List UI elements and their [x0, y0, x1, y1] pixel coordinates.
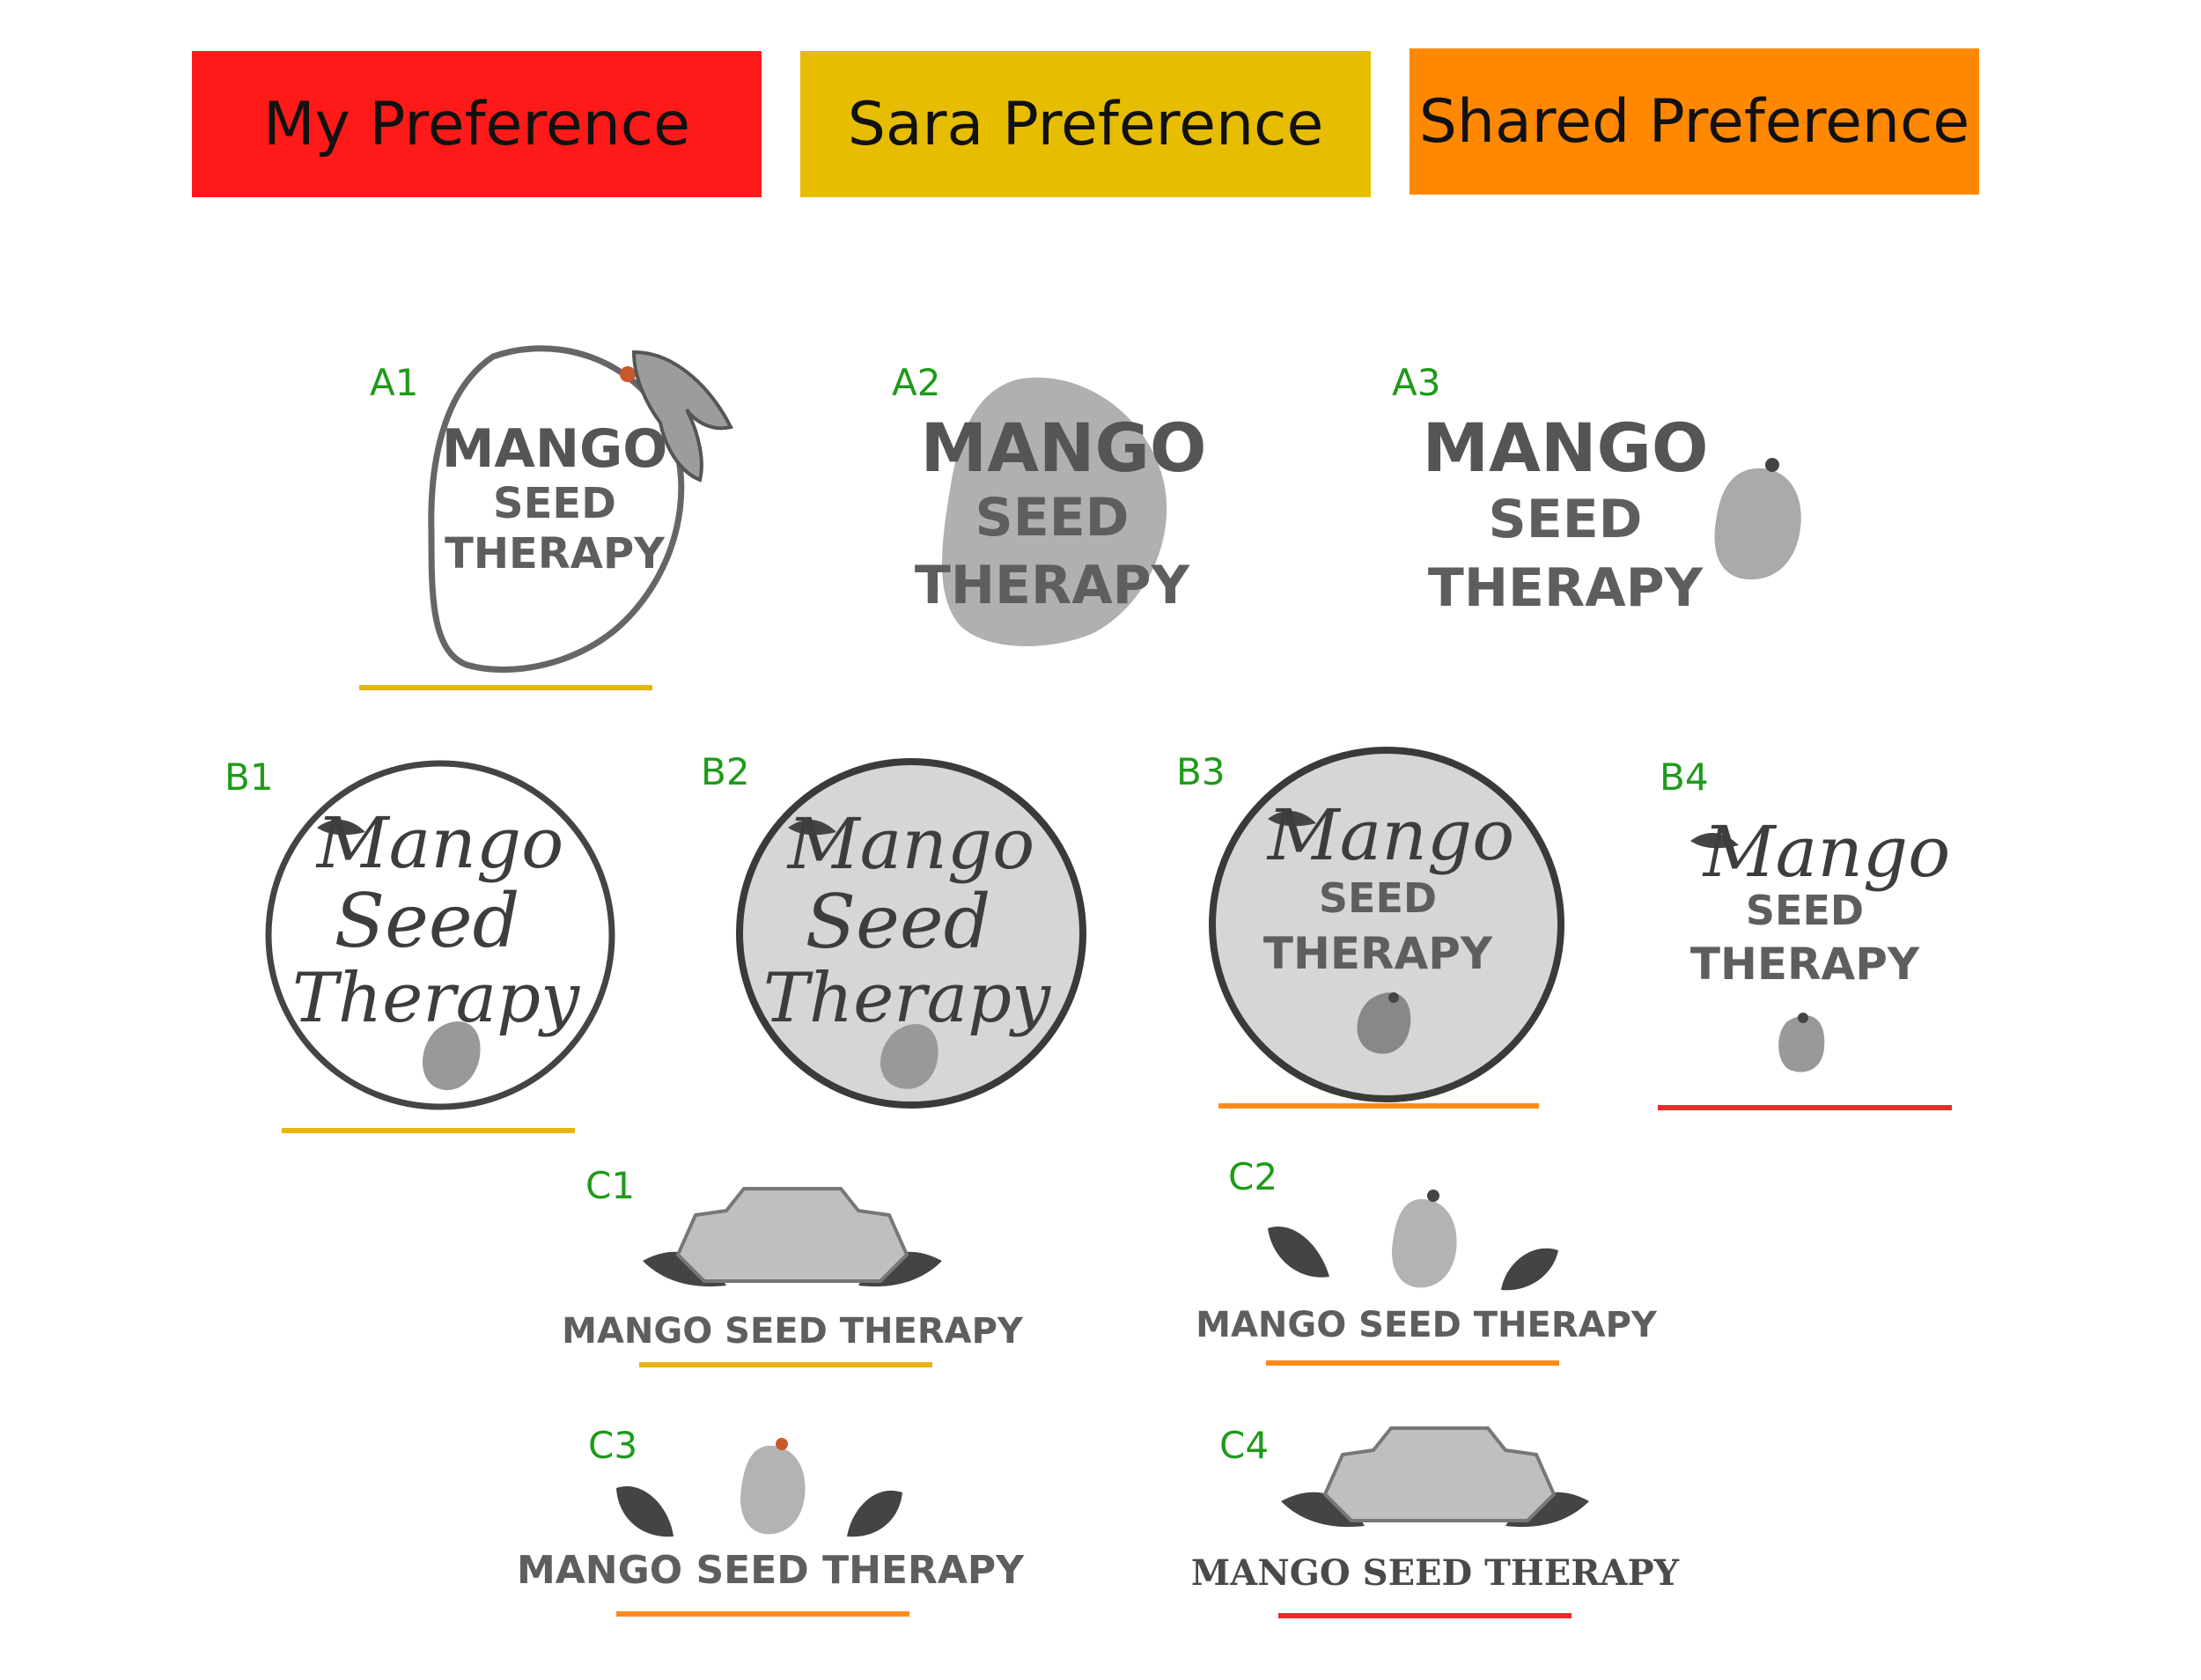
leaf-icon: [317, 819, 365, 836]
b1-underline-sara: [282, 1128, 575, 1133]
c3-underline-shared: [616, 1611, 909, 1617]
seed-icon: [1322, 1426, 1557, 1522]
circle-fill-icon: [736, 758, 1086, 1109]
logo-b2: Mango Seed Therapy: [736, 758, 1086, 1109]
a1-underline-sara: [359, 685, 652, 690]
left-leaf-icon: [1281, 1492, 1365, 1528]
c2-underline-shared: [1266, 1360, 1559, 1366]
logo-c2: MANGO SEED THERAPY: [1196, 1190, 1658, 1345]
option-label-b1: B1: [225, 755, 274, 799]
legend-my-label: My Preference: [262, 89, 691, 159]
leaf-icon: [1268, 810, 1316, 827]
stem-icon: [776, 1438, 788, 1450]
mango-icon: [1392, 1198, 1457, 1288]
logo-b4: Mango SEED THERAPY: [1690, 811, 1951, 1072]
left-leaf-icon: [616, 1486, 674, 1537]
logo-c3: MANGO SEED THERAPY: [519, 1438, 1025, 1593]
b2-word3: Therapy: [763, 959, 1051, 1038]
a3-word1: MANGO: [1422, 409, 1708, 487]
c4-underline-my: [1278, 1613, 1572, 1618]
option-label-c1: C1: [585, 1164, 636, 1207]
logo-c4: MANGO SEED THERAPY: [1191, 1426, 1680, 1594]
a3-word2: SEED: [1489, 489, 1643, 550]
c1-text: MANGO SEED THERAPY: [562, 1311, 1024, 1352]
c3-text: MANGO SEED THERAPY: [519, 1548, 1025, 1593]
b4-underline-my: [1658, 1105, 1952, 1110]
stem-icon: [620, 366, 636, 382]
b2-word1: Mango: [786, 803, 1035, 885]
a2-word2: SEED: [975, 487, 1130, 549]
option-label-b4: B4: [1660, 755, 1709, 799]
a1-word2: SEED: [493, 479, 616, 528]
legend-sara-label: Sara Preference: [847, 89, 1324, 159]
stem-icon: [1765, 458, 1779, 472]
logo-c1: MANGO SEED THERAPY: [562, 1187, 1024, 1352]
stem-icon: [1798, 1013, 1808, 1023]
b4-word1: Mango: [1702, 811, 1951, 893]
b1-word2: Seed: [335, 878, 520, 964]
legend-my-preference: My Preference: [192, 51, 762, 197]
option-label-a3: A3: [1392, 361, 1441, 404]
seed-icon: [675, 1187, 909, 1283]
stem-icon: [1427, 1190, 1439, 1202]
logo-a3: MANGO SEED THERAPY: [1422, 409, 1801, 619]
right-leaf-icon: [847, 1490, 902, 1537]
a1-word1: MANGO: [442, 418, 668, 480]
b1-word3: Therapy: [292, 959, 580, 1038]
leaf-icon: [1690, 832, 1739, 849]
b4-word3: THERAPY: [1690, 939, 1920, 990]
option-label-a2: A2: [892, 361, 941, 404]
a2-word3: THERAPY: [915, 555, 1191, 616]
stem-icon: [1388, 992, 1399, 1003]
mango-icon: [423, 1021, 481, 1091]
b2-word2: Seed: [806, 879, 991, 965]
mango-icon: [740, 1445, 806, 1535]
legend-shared-label: Shared Preference: [1418, 86, 1970, 157]
b3-word1: Mango: [1266, 794, 1515, 876]
b3-word3: THERAPY: [1263, 928, 1493, 979]
option-label-c3: C3: [588, 1424, 638, 1467]
left-leaf-icon: [1268, 1227, 1329, 1278]
mango-icon: [1778, 1015, 1825, 1072]
c4-text: MANGO SEED THERAPY: [1191, 1552, 1680, 1594]
legend-shared-preference: Shared Preference: [1410, 48, 1979, 195]
circle-fill-icon: [1209, 747, 1564, 1102]
mango-icon: [880, 1024, 939, 1089]
option-label-c2: C2: [1228, 1155, 1278, 1198]
mango-fill-icon: [942, 377, 1167, 646]
b3-word2: SEED: [1319, 874, 1437, 922]
option-label-c4: C4: [1219, 1424, 1270, 1467]
logo-b3: Mango SEED THERAPY: [1209, 747, 1564, 1102]
b1-word1: Mango: [315, 802, 564, 884]
logo-b1: Mango Seed Therapy: [265, 760, 615, 1110]
option-label-a1: A1: [370, 361, 419, 404]
mango-icon: [1357, 992, 1411, 1054]
c2-text: MANGO SEED THERAPY: [1196, 1305, 1658, 1345]
right-leaf-icon: [1501, 1248, 1558, 1291]
a3-word3: THERAPY: [1428, 557, 1704, 619]
option-label-b2: B2: [701, 750, 750, 793]
a2-word1: MANGO: [920, 409, 1206, 487]
leaf-icon: [631, 350, 733, 483]
b4-word2: SEED: [1746, 887, 1864, 934]
mango-icon: [1714, 468, 1801, 580]
option-label-b3: B3: [1176, 750, 1226, 793]
leaf-icon: [788, 819, 836, 836]
b3-underline-shared: [1218, 1103, 1539, 1109]
circle-outline-icon: [265, 760, 615, 1110]
logo-a2: MANGO SEED THERAPY: [915, 377, 1207, 646]
a1-word3: THERAPY: [445, 529, 666, 578]
c1-underline-sara: [639, 1362, 932, 1367]
legend-sara-preference: Sara Preference: [800, 51, 1371, 197]
logo-a1: MANGO SEED THERAPY: [428, 345, 733, 674]
